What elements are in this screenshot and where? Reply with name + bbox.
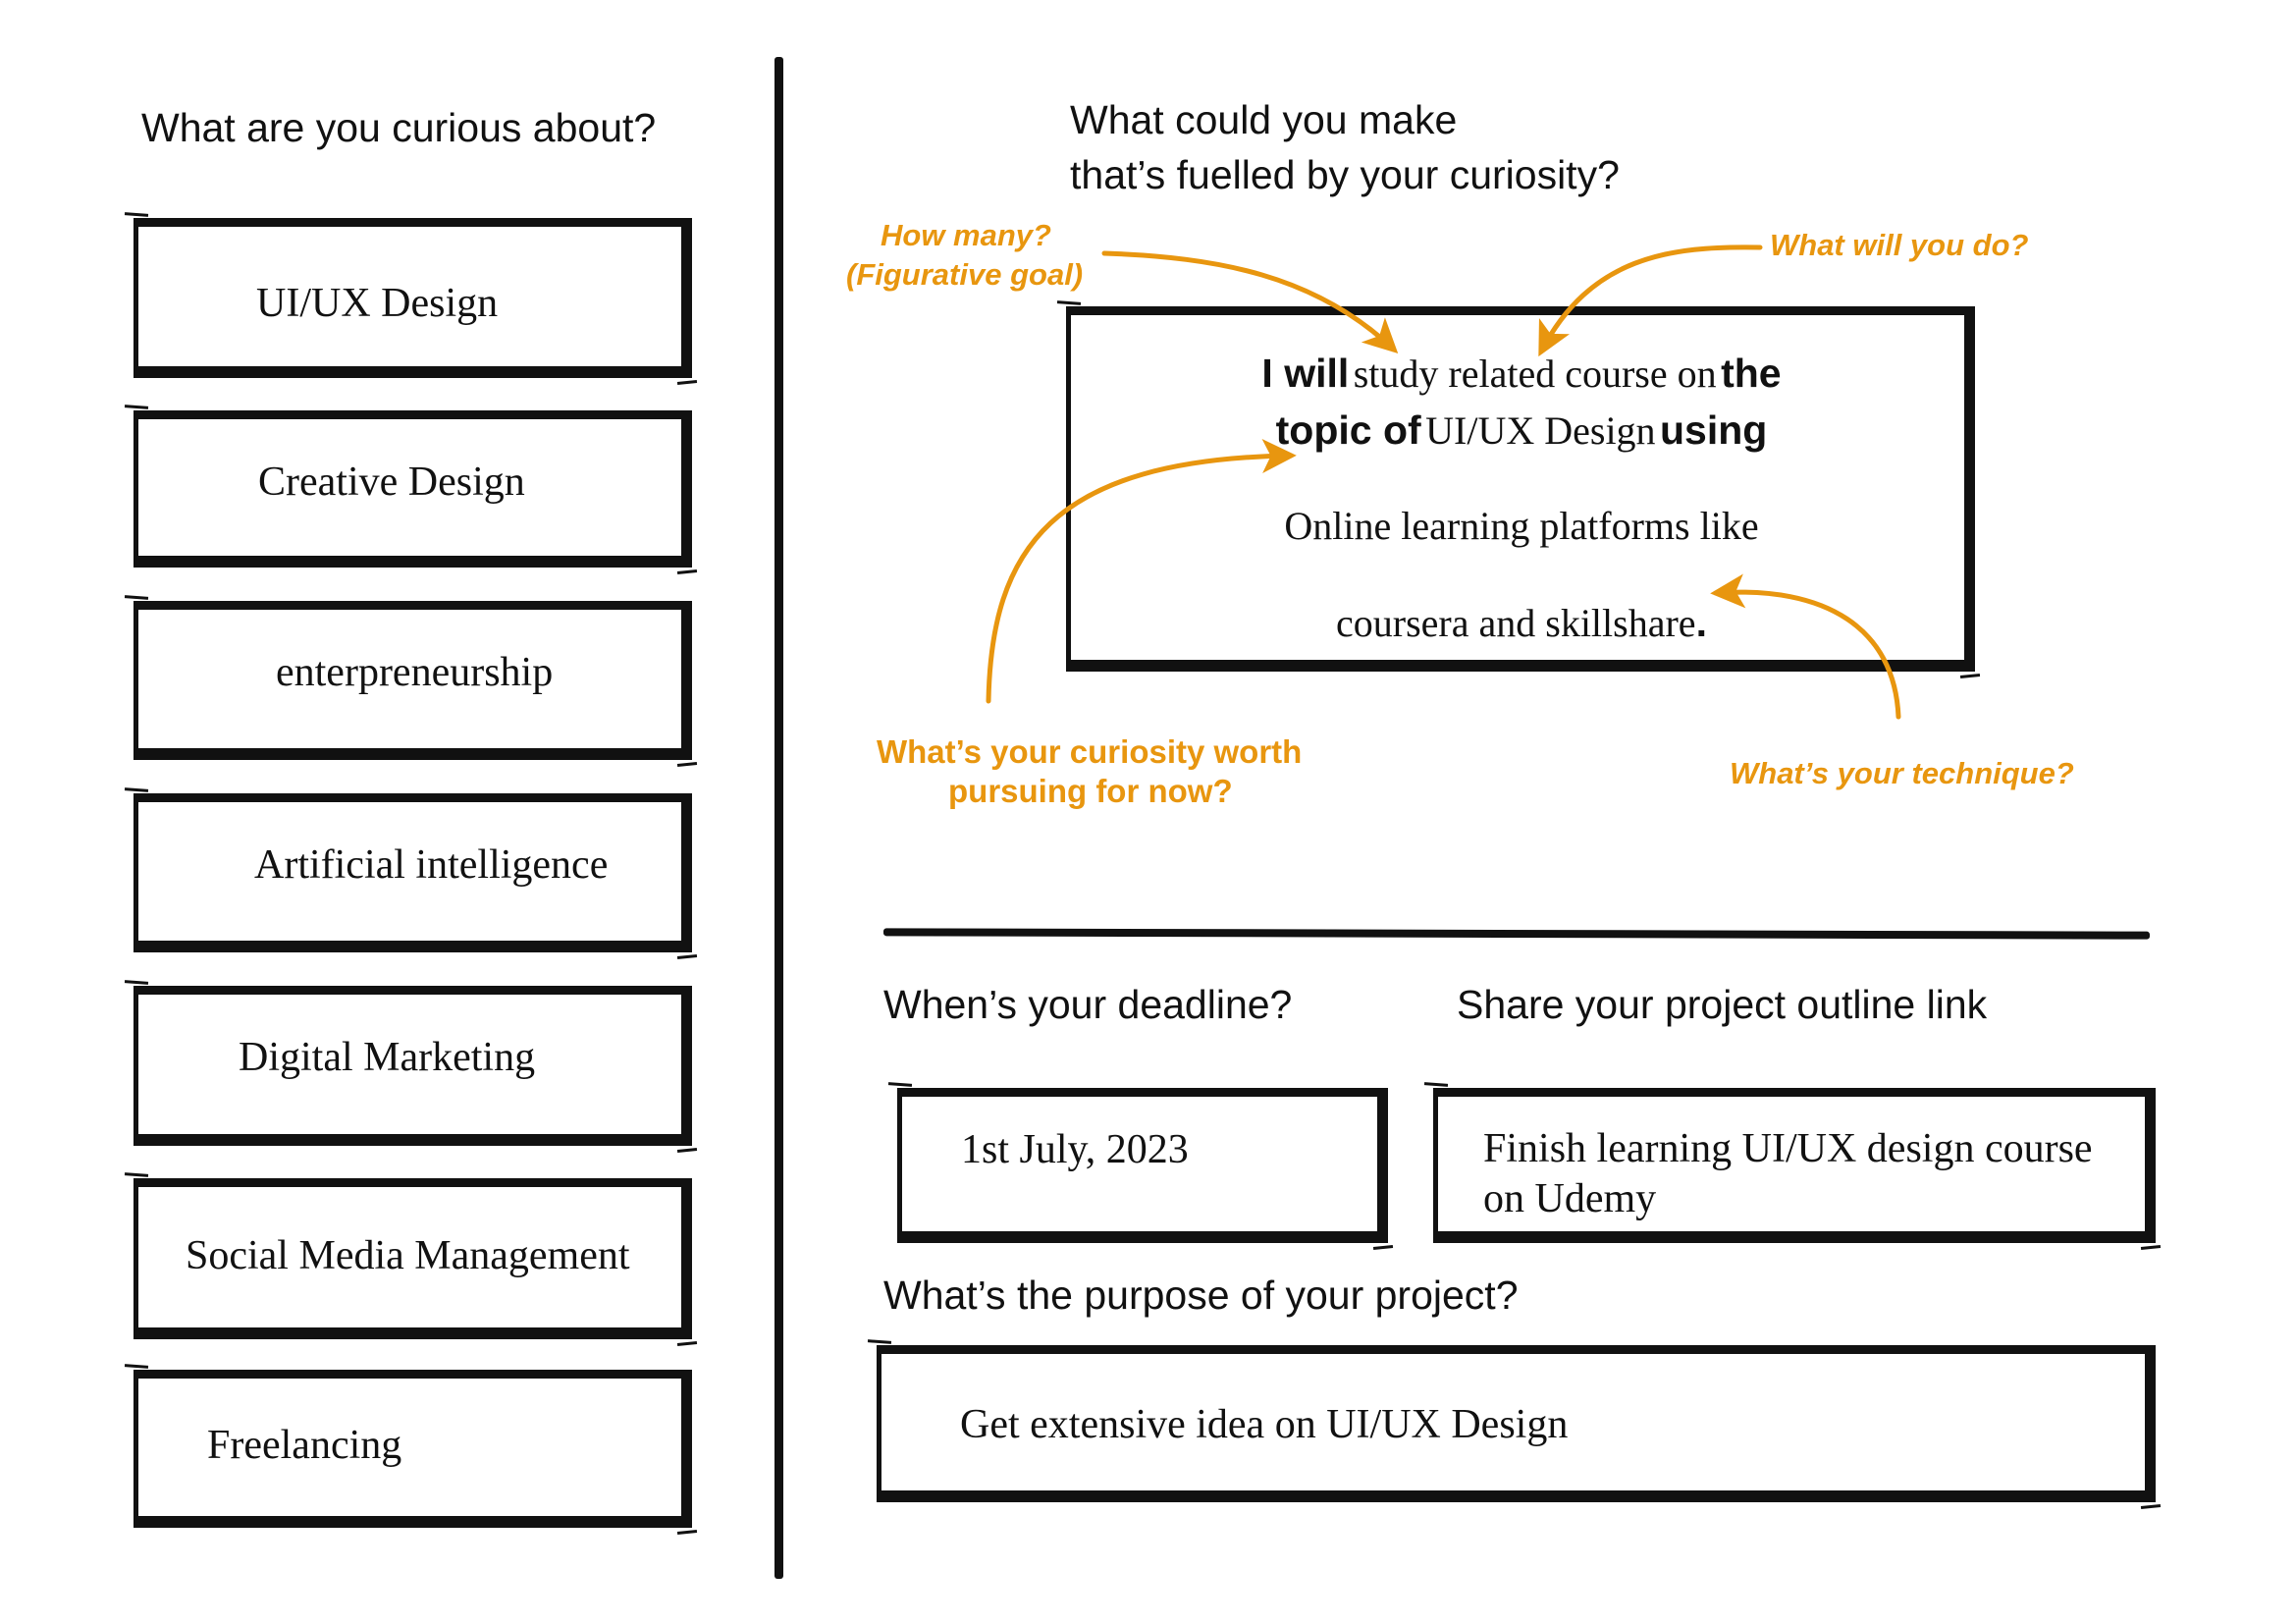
curiosity-box-6[interactable]: Social Media Management <box>133 1178 692 1339</box>
curiosity-label: enterpreneurship <box>276 650 554 695</box>
outline-box[interactable]: Finish learning UI/UX design course on U… <box>1433 1088 2156 1243</box>
statement-answer: coursera and skillshare <box>1336 601 1696 645</box>
statement-box[interactable] <box>1066 306 1975 672</box>
hint-curiosity-worth: What’s your curiosity worth <box>877 733 1303 770</box>
hint-how-many: How many? <box>881 218 1051 252</box>
deadline-heading: When’s your deadline? <box>883 982 1293 1027</box>
curiosity-box-4[interactable]: Artificial intelligence <box>133 793 692 952</box>
statement-prompt: topic of <box>1275 407 1421 453</box>
curious-heading: What are you curious about? <box>141 105 657 150</box>
arrow-curiosity-worth <box>986 438 1297 704</box>
arrow-technique <box>1710 573 1901 720</box>
curiosity-label: UI/UX Design <box>256 281 499 326</box>
statement-line-3: Online learning platforms like <box>1060 503 1983 550</box>
hint-pursuing-now: pursuing for now? <box>948 773 1233 809</box>
curiosity-box-7[interactable]: Freelancing <box>133 1370 692 1528</box>
curiosity-label: Social Media Management <box>186 1233 630 1278</box>
curiosity-box-1[interactable]: UI/UX Design <box>133 218 692 378</box>
statement-line-4: coursera and skillshare. <box>1060 599 1983 647</box>
outline-heading: Share your project outline link <box>1457 982 1988 1027</box>
statement-period: . <box>1695 600 1707 645</box>
curiosity-box-3[interactable]: enterpreneurship <box>133 601 692 760</box>
arrow-what-will-you-do <box>1538 244 1763 357</box>
hint-what-will-you-do: What will you do? <box>1770 228 2029 262</box>
vertical-divider <box>774 57 783 1579</box>
make-heading-line2: that’s fuelled by your curiosity? <box>1070 152 1620 197</box>
deadline-box[interactable]: 1st July, 2023 <box>897 1088 1388 1243</box>
statement-prompt: the <box>1721 351 1782 396</box>
purpose-value: Get extensive idea on UI/UX Design <box>960 1402 1569 1447</box>
curiosity-label: Freelancing <box>207 1423 402 1468</box>
curiosity-box-5[interactable]: Digital Marketing <box>133 986 692 1146</box>
statement-answer: UI/UX Design <box>1425 408 1656 453</box>
outline-value: Finish learning UI/UX design course on U… <box>1483 1126 2093 1222</box>
statement-prompt: using <box>1660 407 1768 453</box>
statement-answer: study related course on <box>1353 352 1717 396</box>
arrow-how-many <box>1101 250 1399 354</box>
statement-prompt: I will <box>1261 351 1350 396</box>
purpose-box[interactable]: Get extensive idea on UI/UX Design <box>877 1345 2156 1502</box>
statement-answer: Online learning platforms like <box>1284 504 1759 548</box>
curiosity-label: Artificial intelligence <box>254 842 609 888</box>
deadline-value: 1st July, 2023 <box>961 1127 1189 1172</box>
curiosity-label: Digital Marketing <box>239 1035 536 1080</box>
statement-line-2: topic of UI/UX Design using <box>1060 406 1983 455</box>
hint-technique: What’s your technique? <box>1730 756 2074 790</box>
curiosity-label: Creative Design <box>258 460 525 505</box>
purpose-heading: What’s the purpose of your project? <box>883 1272 1519 1318</box>
statement-line-1: I will study related course on the <box>1060 350 1983 398</box>
curiosity-box-2[interactable]: Creative Design <box>133 410 692 568</box>
hint-figurative-goal: (Figurative goal) <box>846 257 1084 292</box>
make-heading-line1: What could you make <box>1070 97 1458 142</box>
